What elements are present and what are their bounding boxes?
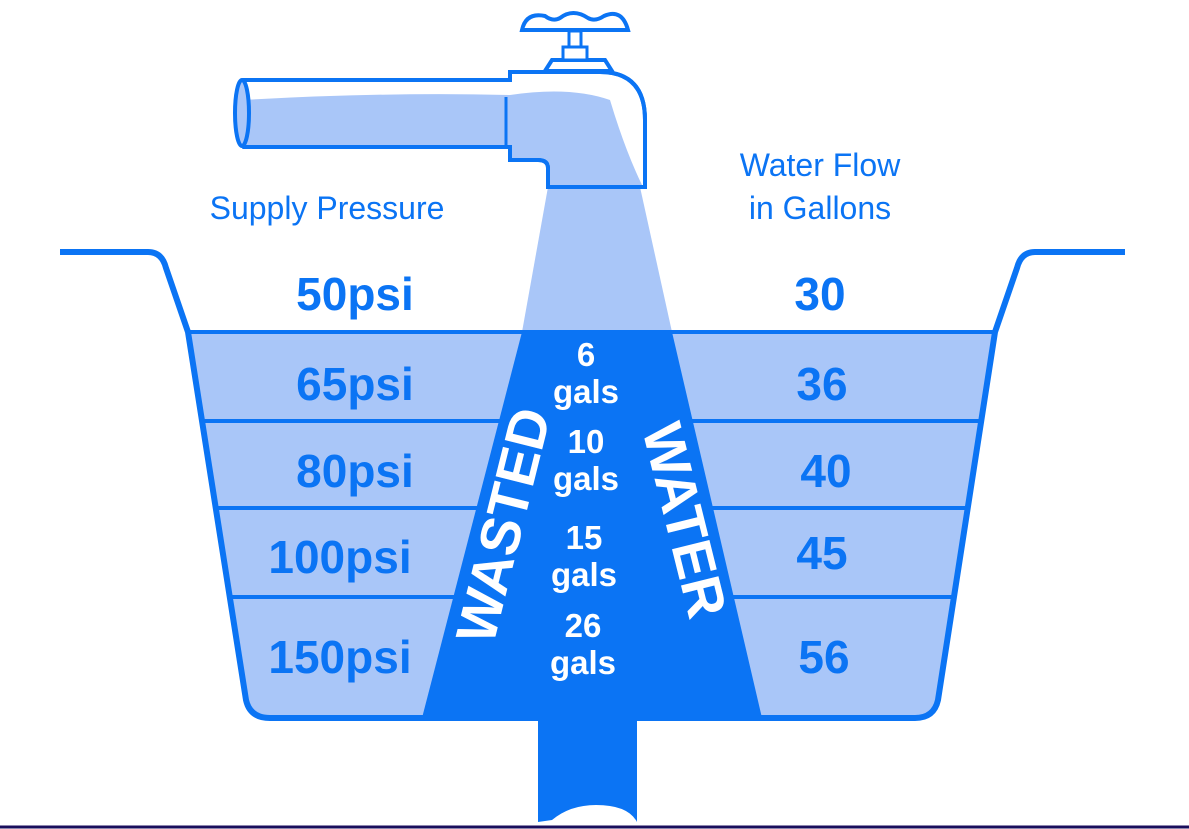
flow-label: 36 xyxy=(796,358,847,410)
wasted-gallons-labels: 6 gals 10 gals 15 gals 26 gals xyxy=(550,336,619,681)
drain-stream xyxy=(538,716,637,822)
pressure-label: 80psi xyxy=(296,445,414,497)
flow-label: 45 xyxy=(796,527,847,579)
water-flow-header-line2: in Gallons xyxy=(749,190,891,226)
water-flow-header-line1: Water Flow xyxy=(740,147,902,183)
wasted-amount: 6 xyxy=(577,336,595,373)
wasted-amount: 10 xyxy=(568,423,605,460)
wasted-unit: gals xyxy=(553,460,619,497)
faucet-icon xyxy=(233,11,647,189)
row-dividers xyxy=(188,330,995,599)
wasted-unit: gals xyxy=(551,556,617,593)
pressure-label: 100psi xyxy=(268,531,411,583)
flow-label: 56 xyxy=(798,631,849,683)
wasted-unit: gals xyxy=(550,644,616,681)
pressure-label: 50psi xyxy=(296,268,414,320)
pressure-label: 150psi xyxy=(268,631,411,683)
supply-pressure-header: Supply Pressure xyxy=(210,190,445,226)
wasted-unit: gals xyxy=(553,373,619,410)
wasted-amount: 15 xyxy=(566,519,603,556)
faucet-stream xyxy=(522,187,672,332)
flow-label: 30 xyxy=(794,268,845,320)
bucket-outline xyxy=(60,249,1125,721)
wasted-amount: 26 xyxy=(565,607,602,644)
wasted-water-band xyxy=(422,332,762,718)
pressure-label: 65psi xyxy=(296,358,414,410)
flow-label: 40 xyxy=(800,445,851,497)
